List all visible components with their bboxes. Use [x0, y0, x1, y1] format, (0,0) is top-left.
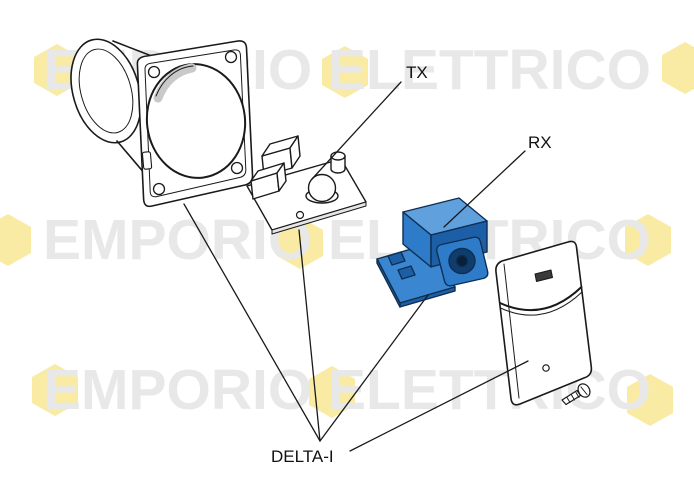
photocell-housing	[70, 38, 254, 208]
watermark-hexagon	[627, 374, 673, 426]
flange-slot	[141, 151, 153, 170]
leader-lines	[183, 81, 529, 452]
flange-screw-hole	[224, 50, 238, 64]
label-model: DELTA-I	[271, 447, 334, 466]
label-tx: TX	[406, 63, 428, 82]
rx-lens-hole	[455, 254, 469, 268]
tx-led-dome	[307, 173, 337, 203]
leader-delta-cover	[349, 360, 529, 452]
screw-shaft	[561, 389, 582, 406]
cover-screw-hole	[542, 364, 550, 372]
rx-module	[376, 197, 489, 308]
leader-rx	[443, 150, 526, 228]
leader-tx	[311, 81, 402, 180]
leader-delta-housing	[183, 203, 321, 442]
cover-shell	[495, 240, 593, 406]
tx-board	[246, 135, 367, 235]
leader-delta-rx	[319, 294, 429, 442]
leader-delta-tx	[298, 229, 321, 442]
flange-screw-hole	[152, 182, 166, 196]
flange-screw-hole	[147, 65, 161, 79]
screw	[561, 383, 591, 406]
watermark-hexagon	[625, 214, 671, 266]
front-cover	[495, 240, 593, 406]
label-rx: RX	[528, 133, 552, 152]
cover-slot	[534, 269, 553, 282]
flange-screw-hole	[230, 161, 244, 175]
